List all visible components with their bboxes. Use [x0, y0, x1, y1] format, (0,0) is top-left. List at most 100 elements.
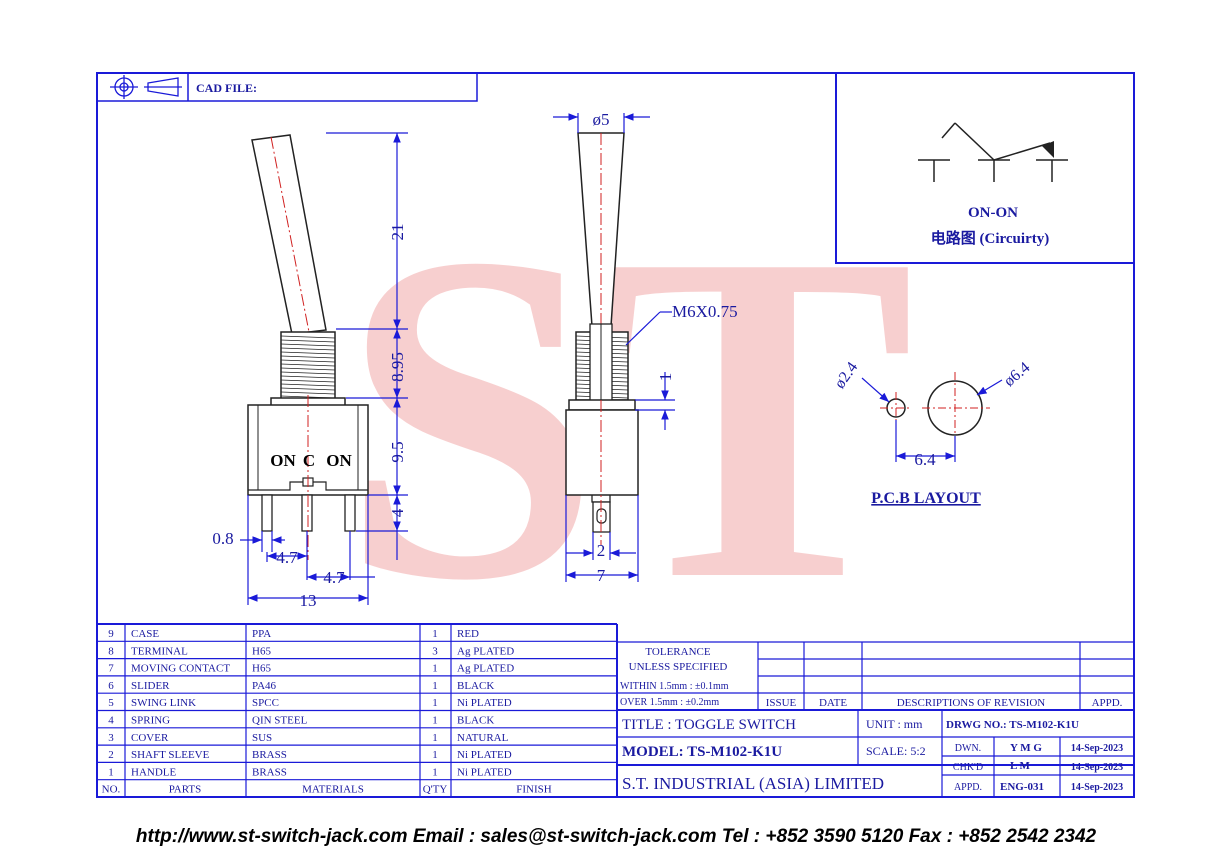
bom-cell-part: SLIDER — [131, 680, 170, 692]
bom-cell-part: SPRING — [131, 715, 170, 727]
tolerance-line2: UNLESS SPECIFIED — [629, 661, 728, 673]
bom-cell-qty: 1 — [432, 732, 438, 744]
chk-name: L M — [1010, 760, 1030, 772]
bom-cell-material: BRASS — [252, 749, 287, 761]
bom-cell-no: 5 — [108, 697, 114, 709]
bom-header-cell: PARTS — [169, 784, 202, 796]
circuit-title: ON-ON — [968, 205, 1018, 221]
projection-symbol-icon — [110, 75, 182, 99]
thread-line — [280, 363, 336, 367]
tolerance-over: OVER 1.5mm : ±0.2mm — [620, 697, 719, 708]
bom-cell-qty: 1 — [432, 766, 438, 778]
dim-nut: 1 — [656, 373, 675, 382]
bom-cell-part: CASE — [131, 628, 159, 640]
appd-date: 14-Sep-2023 — [1071, 782, 1123, 793]
bom-header-cell: FINISH — [516, 784, 552, 796]
bom-cell-material: QIN STEEL — [252, 715, 308, 727]
bom-cell-no: 4 — [108, 715, 114, 727]
pcb-title: P.C.B LAYOUT — [871, 490, 981, 507]
bom-cell-part: SHAFT SLEEVE — [131, 749, 210, 761]
sheet-border — [96, 72, 1135, 798]
bom-cell-part: SWING LINK — [131, 697, 196, 709]
title-block: TOLERANCE UNLESS SPECIFIED WITHIN 1.5mm … — [617, 641, 1134, 797]
bom-cell-part: COVER — [131, 732, 169, 744]
circuit-diagram: ON-ON 电路图 (Circuirty) — [835, 72, 1135, 264]
bom-header-cell: MATERIALS — [302, 784, 364, 796]
bom-cell-material: H65 — [252, 663, 271, 675]
chk-date: 14-Sep-2023 — [1071, 762, 1123, 773]
bom-cell-qty: 3 — [432, 645, 438, 657]
thread-line — [280, 367, 336, 371]
thread-line — [280, 383, 336, 387]
chk-label: CHK'D — [953, 762, 983, 773]
drawing-title: TITLE : TOGGLE SWITCH — [622, 717, 796, 733]
thread-line — [280, 387, 336, 391]
bom-cell-finish: RED — [457, 628, 479, 640]
position-center: C — [303, 451, 315, 470]
bom-cell-no: 6 — [108, 680, 114, 692]
dim-side-terminal-width: 2 — [597, 541, 606, 560]
bom-cell-finish: Ag PLATED — [457, 663, 514, 675]
thread-line — [280, 351, 336, 355]
dwn-date: 14-Sep-2023 — [1071, 743, 1123, 754]
thread-line — [280, 339, 336, 343]
dim-handle-length: 21 — [388, 224, 407, 241]
pcb-spacing: 6.4 — [914, 450, 936, 469]
dim-pitch-2: 4.7 — [323, 568, 345, 587]
bom-cell-qty: 1 — [432, 628, 438, 640]
dim-terminal-length: 4 — [388, 508, 407, 517]
bom-cell-qty: 1 — [432, 697, 438, 709]
cad-file-label: CAD FILE: — [196, 81, 257, 95]
bom-cell-qty: 1 — [432, 663, 438, 675]
scale-label: SCALE: 5:2 — [866, 744, 926, 758]
bom-cell-no: 1 — [108, 766, 114, 778]
bom-cell-no: 3 — [108, 732, 114, 744]
bom-cell-no: 8 — [108, 645, 114, 657]
pcb-large-hole: ø6.4 — [1001, 359, 1033, 390]
bom-cell-material: SPCC — [252, 697, 279, 709]
position-left: ON — [270, 451, 296, 470]
thread-line — [280, 391, 336, 395]
circuit-subtitle: 电路图 (Circuirty) — [931, 229, 1049, 247]
bom-cell-material: PA46 — [252, 680, 277, 692]
side-view: ø5 M6X0.75 1 2 7 — [553, 110, 738, 585]
pcb-layout: ø2.4 ø6.4 6.4 P.C.B LAYOUT — [831, 359, 1033, 507]
thread-line — [280, 375, 336, 379]
bom-cell-part: HANDLE — [131, 766, 176, 778]
bom-cell-qty: 1 — [432, 749, 438, 761]
dim-tip-diameter: ø5 — [593, 110, 610, 129]
unit-label: UNIT : mm — [866, 717, 923, 731]
bom-cell-qty: 1 — [432, 680, 438, 692]
thread-line — [280, 343, 336, 347]
bom-cell-no: 2 — [108, 749, 114, 761]
bom-cell-material: H65 — [252, 645, 271, 657]
contact-footer: http://www.st-switch-jack.com Email : sa… — [135, 826, 1097, 847]
bom-cell-no: 7 — [108, 663, 114, 675]
dim-terminal-width: 0.8 — [212, 529, 233, 548]
bom-header-cell: NO. — [102, 784, 121, 796]
bom-cell-material: SUS — [252, 732, 272, 744]
bom-cell-material: PPA — [252, 628, 271, 640]
dim-body-height: 9.5 — [388, 441, 407, 462]
thread-line — [280, 379, 336, 383]
revision-issue: ISSUE — [766, 697, 797, 709]
dwn-name: Y M G — [1010, 742, 1042, 754]
front-view: ON C ON 21 8.95 9.5 4 — [212, 132, 408, 610]
toggle-handle — [251, 134, 327, 335]
dwn-label: DWN. — [955, 743, 981, 754]
bom-cell-finish: Ag PLATED — [457, 645, 514, 657]
bom-cell-finish: BLACK — [457, 715, 494, 727]
bom-cell-qty: 1 — [432, 715, 438, 727]
dim-bushing-length: 8.95 — [388, 352, 407, 382]
revision-date: DATE — [819, 697, 847, 709]
side-body — [565, 409, 639, 496]
thread-line — [280, 371, 336, 375]
dim-pitch-1: 4.7 — [276, 548, 298, 567]
dim-thread: M6X0.75 — [672, 302, 738, 321]
tolerance-line1: TOLERANCE — [645, 646, 710, 658]
cad-header: CAD FILE: — [96, 72, 478, 102]
dim-body-width: 7 — [597, 566, 606, 585]
dim-width: 13 — [300, 591, 317, 610]
